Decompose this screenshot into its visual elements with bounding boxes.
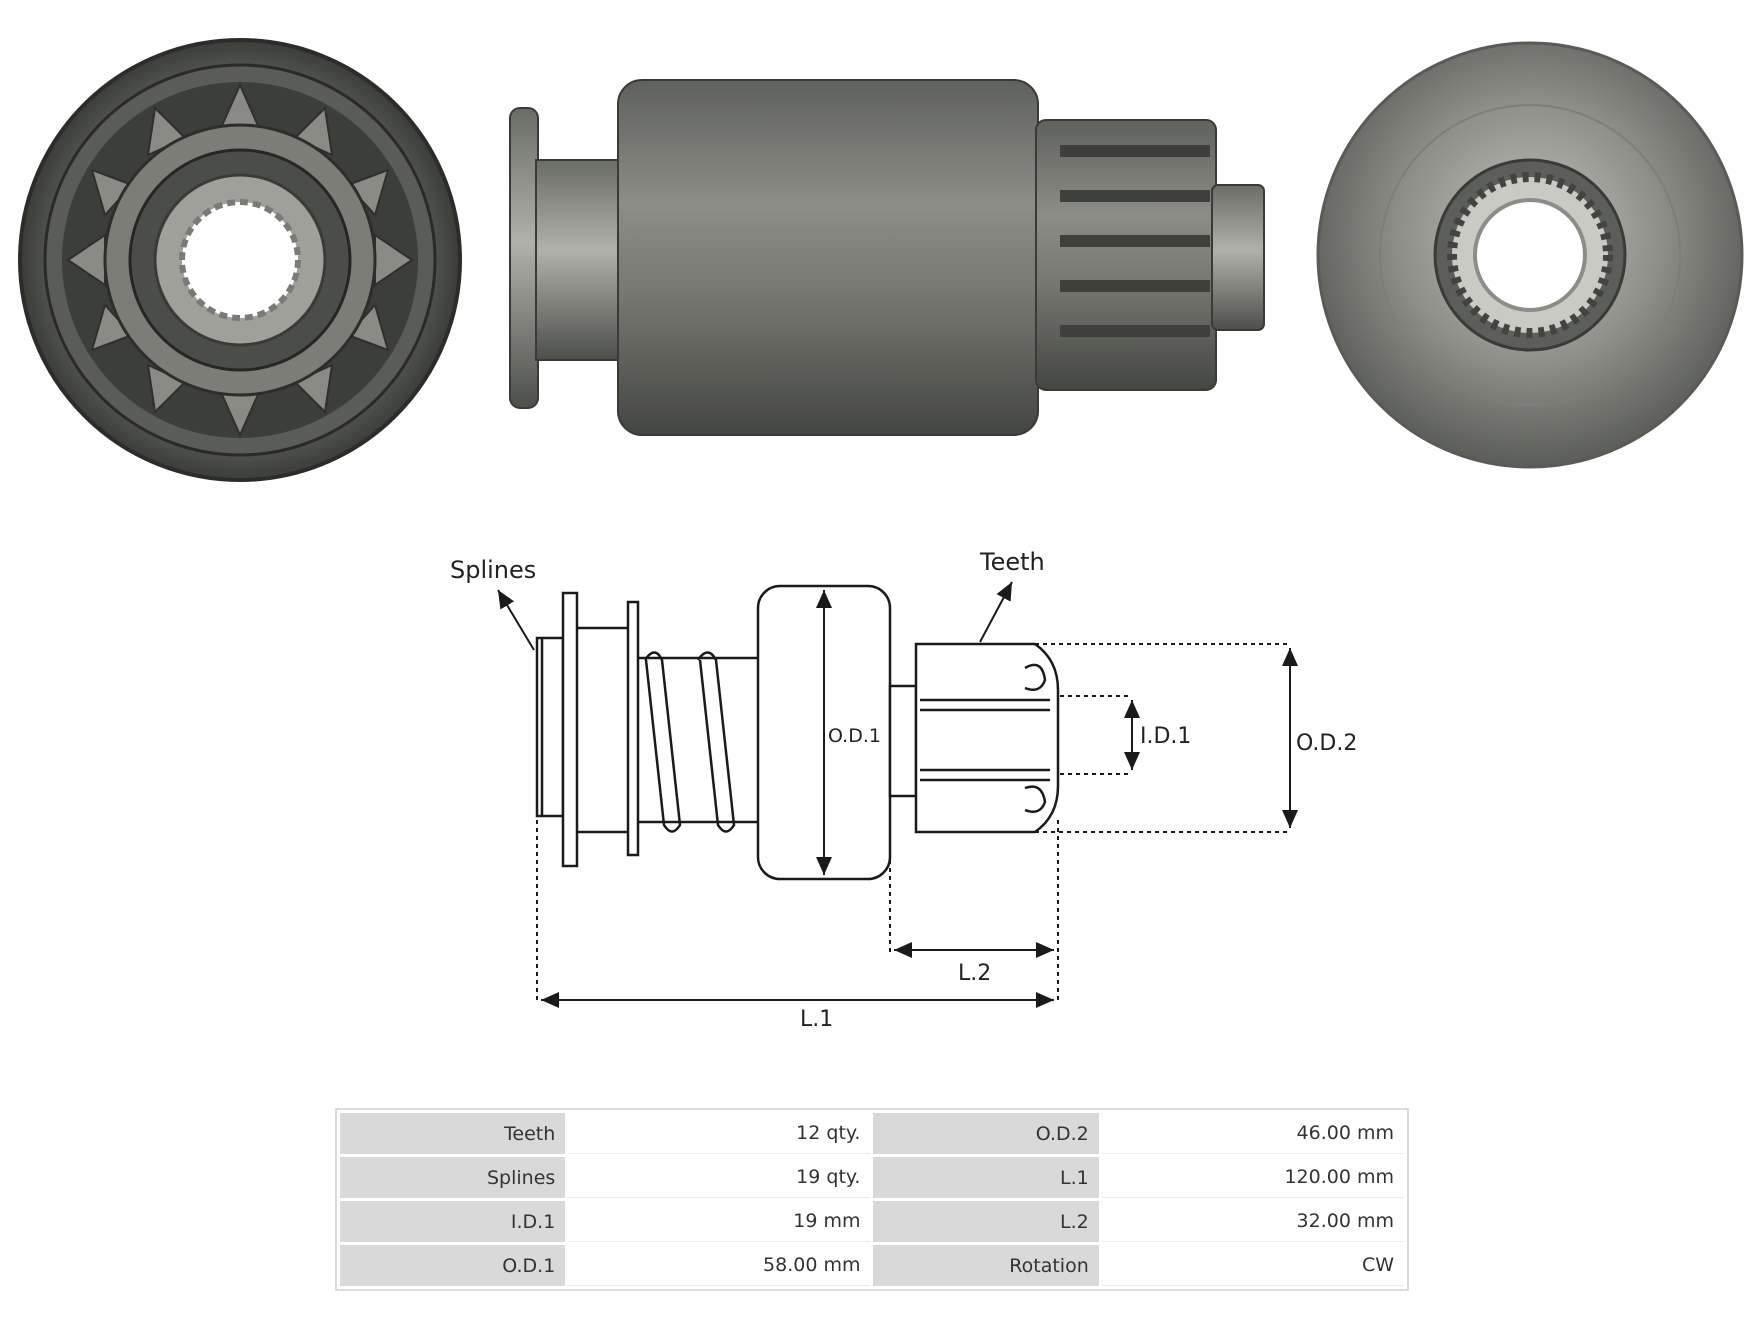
- back-view-photo: [1316, 41, 1744, 469]
- spec-value: 32.00 mm: [1101, 1201, 1404, 1242]
- spec-label: O.D.2: [873, 1113, 1099, 1154]
- dimension-diagram: Splines Teeth O.D.1 I.D.1 O.D.2 L.2 L.1: [450, 548, 1357, 1032]
- spec-label: L.2: [873, 1201, 1099, 1242]
- spec-value: 120.00 mm: [1101, 1157, 1404, 1198]
- flange-disc: [561, 591, 579, 868]
- od1-label: O.D.1: [828, 725, 881, 747]
- spec-label: O.D.1: [340, 1245, 566, 1286]
- l1-label: L.1: [800, 1007, 833, 1032]
- spec-value: 19 qty.: [568, 1157, 871, 1198]
- spec-label: Rotation: [873, 1245, 1099, 1286]
- table-row: O.D.1 58.00 mm Rotation CW: [340, 1245, 1404, 1286]
- spec-label: Splines: [340, 1157, 566, 1198]
- teeth-label: Teeth: [979, 548, 1045, 576]
- pinion-grooves: [1060, 145, 1210, 337]
- pinion-gear: [914, 642, 1060, 834]
- table-row: I.D.1 19 mm L.2 32.00 mm: [340, 1201, 1404, 1242]
- splines-label: Splines: [450, 556, 536, 584]
- spec-value: CW: [1101, 1245, 1404, 1286]
- spec-value: 58.00 mm: [568, 1245, 871, 1286]
- spec-label: Teeth: [340, 1113, 566, 1154]
- id1-label: I.D.1: [1140, 724, 1191, 749]
- spec-label: L.1: [873, 1157, 1099, 1198]
- spec-value: 19 mm: [568, 1201, 871, 1242]
- spec-value: 12 qty.: [568, 1113, 871, 1154]
- l2-label: L.2: [958, 961, 991, 986]
- side-view-photo: [509, 79, 1265, 436]
- od2-label: O.D.2: [1296, 731, 1357, 756]
- table-row: Splines 19 qty. L.1 120.00 mm: [340, 1157, 1404, 1198]
- rear-disc: [626, 600, 640, 857]
- spec-label: I.D.1: [340, 1201, 566, 1242]
- front-view-photo: [18, 38, 462, 482]
- spec-table: Teeth 12 qty. O.D.2 46.00 mm Splines 19 …: [335, 1108, 1409, 1291]
- spec-value: 46.00 mm: [1101, 1113, 1404, 1154]
- coil-spring: [643, 651, 736, 833]
- table-row: Teeth 12 qty. O.D.2 46.00 mm: [340, 1113, 1404, 1154]
